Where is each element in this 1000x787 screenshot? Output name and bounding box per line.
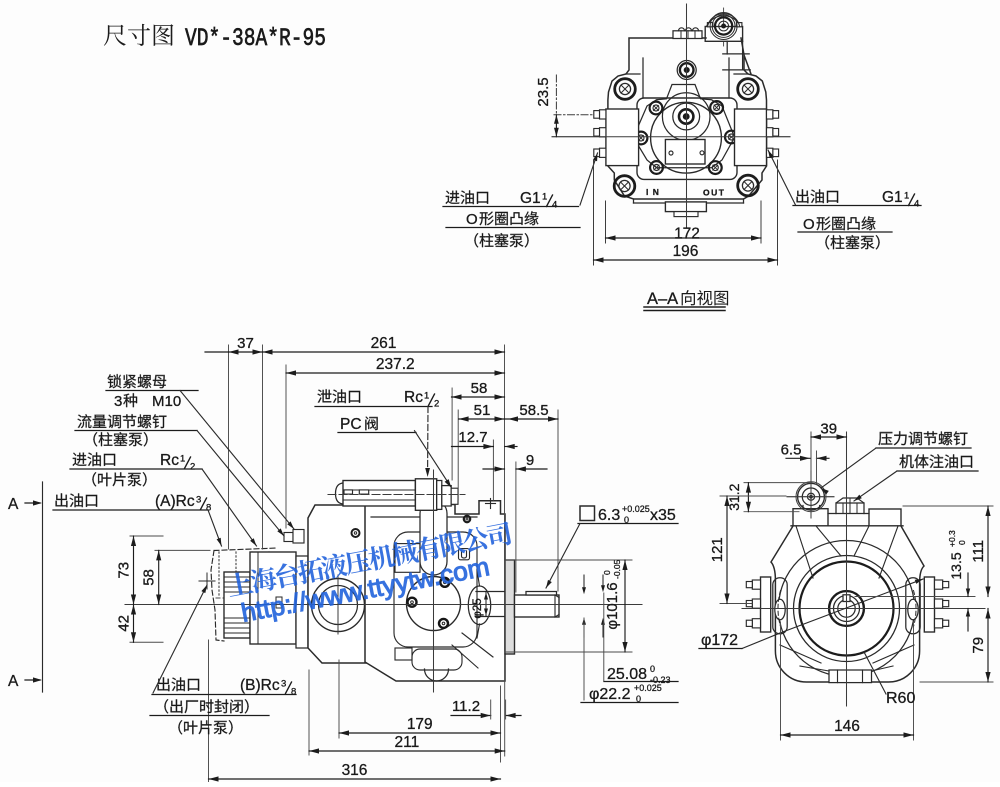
svg-text:I N: I N — [646, 187, 660, 197]
svg-text:-0.23: -0.23 — [650, 675, 671, 685]
svg-text:25.08: 25.08 — [607, 666, 647, 683]
svg-text:1: 1 — [424, 391, 429, 402]
svg-text:196: 196 — [673, 243, 699, 260]
svg-text:OUT: OUT — [703, 188, 725, 198]
svg-text:O: O — [466, 211, 478, 228]
svg-text:39: 39 — [820, 421, 837, 438]
svg-text:6.5: 6.5 — [781, 442, 802, 459]
svg-text:A: A — [8, 496, 19, 513]
svg-text:A: A — [8, 673, 19, 690]
svg-text:0: 0 — [957, 540, 967, 545]
svg-text:12.7: 12.7 — [458, 429, 487, 446]
svg-text:211: 211 — [394, 734, 419, 751]
svg-text:1: 1 — [904, 191, 909, 202]
svg-text:79: 79 — [970, 637, 987, 654]
svg-text:58: 58 — [141, 569, 158, 586]
svg-text:73: 73 — [116, 562, 133, 579]
svg-text:-0.05: -0.05 — [612, 559, 622, 579]
svg-text:(B)Rc: (B)Rc — [240, 677, 280, 694]
svg-text:x35: x35 — [650, 507, 676, 524]
svg-text:G1: G1 — [882, 189, 903, 206]
svg-text:A–A: A–A — [647, 290, 678, 308]
svg-text:8: 8 — [206, 503, 211, 514]
svg-text:Rc: Rc — [404, 389, 423, 406]
svg-text:4: 4 — [552, 200, 557, 211]
svg-text:0: 0 — [650, 664, 655, 674]
svg-text:9: 9 — [526, 452, 534, 469]
svg-text:31.2: 31.2 — [726, 483, 742, 510]
svg-text:146: 146 — [834, 718, 860, 735]
svg-text:58.5: 58.5 — [519, 402, 548, 419]
svg-text:261: 261 — [371, 335, 397, 352]
svg-text:1: 1 — [180, 454, 185, 465]
svg-text:58: 58 — [471, 380, 488, 397]
svg-text:0: 0 — [624, 515, 629, 525]
svg-text:2: 2 — [434, 399, 439, 410]
svg-text:121: 121 — [709, 537, 726, 562]
svg-text:M10: M10 — [152, 393, 181, 410]
svg-text:6.3: 6.3 — [598, 507, 620, 524]
svg-text:111: 111 — [970, 540, 987, 563]
svg-text:VD*-38A*R-95: VD*-38A*R-95 — [185, 24, 326, 53]
svg-text:237.2: 237.2 — [376, 356, 415, 373]
svg-text:13.5: 13.5 — [948, 552, 964, 579]
svg-text:37: 37 — [237, 335, 254, 352]
svg-text:8: 8 — [291, 687, 296, 698]
svg-text:φ22.2: φ22.2 — [589, 686, 631, 703]
svg-text:PC: PC — [340, 416, 362, 433]
svg-text:3: 3 — [281, 679, 286, 690]
svg-text:(A)Rc: (A)Rc — [155, 493, 195, 510]
svg-text:φ101.6: φ101.6 — [604, 582, 621, 629]
svg-text:0: 0 — [636, 694, 641, 704]
svg-text:+0.3: +0.3 — [947, 530, 957, 547]
svg-text:172: 172 — [674, 226, 700, 243]
svg-text:φ25: φ25 — [472, 598, 484, 618]
svg-text:11.2: 11.2 — [452, 698, 480, 715]
svg-text:G1: G1 — [520, 190, 541, 207]
svg-text:4: 4 — [914, 199, 919, 210]
svg-text:316: 316 — [342, 762, 368, 779]
svg-text:R60: R60 — [886, 690, 915, 707]
svg-text:O: O — [803, 216, 815, 233]
svg-text:3: 3 — [196, 495, 201, 506]
svg-text:Rc: Rc — [160, 452, 179, 469]
svg-text:179: 179 — [407, 716, 433, 733]
svg-text:2: 2 — [190, 462, 195, 473]
svg-text:1: 1 — [542, 192, 547, 203]
svg-text:51: 51 — [474, 402, 491, 419]
svg-text:42: 42 — [116, 615, 133, 632]
svg-text:φ172: φ172 — [701, 632, 738, 649]
svg-text:+0.025: +0.025 — [622, 504, 650, 514]
svg-text:0: 0 — [602, 570, 612, 575]
svg-text:+0.025: +0.025 — [634, 683, 662, 693]
svg-text:23.5: 23.5 — [535, 77, 552, 106]
svg-text:3: 3 — [114, 393, 122, 410]
